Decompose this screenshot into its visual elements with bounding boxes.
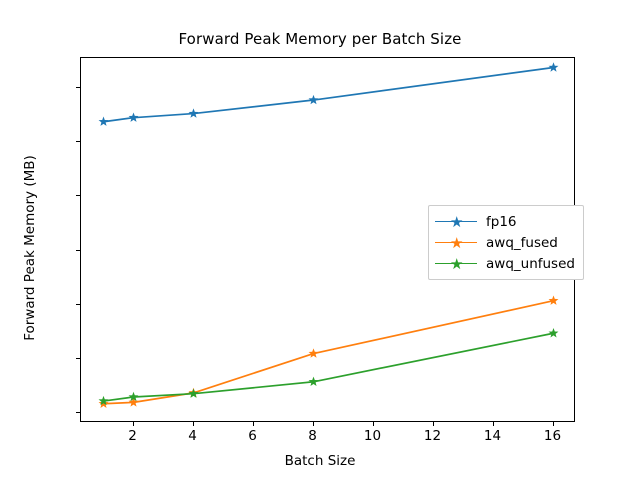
x-axis-tick-label: 12 xyxy=(423,428,442,444)
y-axis-tick-mark xyxy=(76,358,80,360)
chart-title: Forward Peak Memory per Batch Size xyxy=(178,30,462,48)
data-point-marker-fp16 xyxy=(128,112,139,122)
x-axis-tick-label: 10 xyxy=(363,428,382,444)
legend-item-awq_unfused[interactable]: ★ awq_unfused xyxy=(435,253,575,274)
data-point-marker-awq_unfused xyxy=(128,391,139,402)
x-axis-tick-label: 2 xyxy=(128,428,137,444)
y-axis-label: Forward Peak Memory (MB) xyxy=(22,155,38,341)
data-point-marker-fp16 xyxy=(308,94,319,105)
data-point-marker-fp16 xyxy=(188,108,199,118)
x-axis-tick-mark xyxy=(312,422,314,426)
legend-label: awq_unfused xyxy=(486,255,575,272)
x-axis-tick-mark xyxy=(552,422,554,426)
y-axis-tick-mark xyxy=(76,249,80,251)
data-point-marker-awq_fused xyxy=(548,295,559,305)
legend-item-awq_fused[interactable]: ★ awq_fused xyxy=(435,232,575,253)
chart-legend: ★ fp16 ★ awq_fused ★ awq_unfused xyxy=(428,205,584,280)
data-point-marker-awq_fused xyxy=(128,397,139,407)
y-axis-tick-mark xyxy=(76,86,80,88)
y-axis-tick-mark xyxy=(76,141,80,143)
x-axis-tick-label: 6 xyxy=(248,428,257,444)
x-axis-tick-mark xyxy=(492,422,494,426)
series-line-fp16 xyxy=(103,66,554,123)
series-line-awq_unfused xyxy=(103,332,554,402)
x-axis-tick-label: 14 xyxy=(483,428,502,444)
x-axis-label: Batch Size xyxy=(284,453,356,469)
series-lines xyxy=(98,62,559,408)
series-line-awq_fused xyxy=(103,299,554,405)
x-axis-tick-mark xyxy=(432,422,434,426)
data-point-marker-fp16 xyxy=(548,62,559,72)
x-axis-tick-label: 16 xyxy=(543,428,562,444)
x-axis-tick-label: 8 xyxy=(308,428,317,444)
y-axis-tick-mark xyxy=(76,303,80,305)
data-point-marker-awq_fused xyxy=(308,348,319,358)
data-point-marker-awq_unfused xyxy=(188,388,199,398)
data-point-marker-fp16 xyxy=(98,116,109,126)
legend-label: awq_fused xyxy=(486,234,558,251)
y-axis-tick-mark xyxy=(76,412,80,414)
y-axis-tick-mark xyxy=(76,195,80,197)
x-axis-tick-mark xyxy=(252,422,254,426)
x-axis-tick-mark xyxy=(192,422,194,426)
data-point-marker-awq_unfused xyxy=(308,376,319,386)
x-axis-tick-mark xyxy=(132,422,134,426)
legend-label: fp16 xyxy=(486,213,517,230)
data-point-marker-awq_unfused xyxy=(548,328,559,338)
legend-item-fp16[interactable]: ★ fp16 xyxy=(435,211,575,232)
legend-swatch-icon: ★ xyxy=(435,235,477,250)
x-axis-tick-mark xyxy=(372,422,374,426)
legend-swatch-icon: ★ xyxy=(435,256,477,271)
legend-swatch-icon: ★ xyxy=(435,214,477,229)
data-point-marker-awq_fused xyxy=(98,398,109,408)
x-axis-tick-label: 4 xyxy=(188,428,197,444)
data-point-marker-awq_unfused xyxy=(98,395,109,406)
